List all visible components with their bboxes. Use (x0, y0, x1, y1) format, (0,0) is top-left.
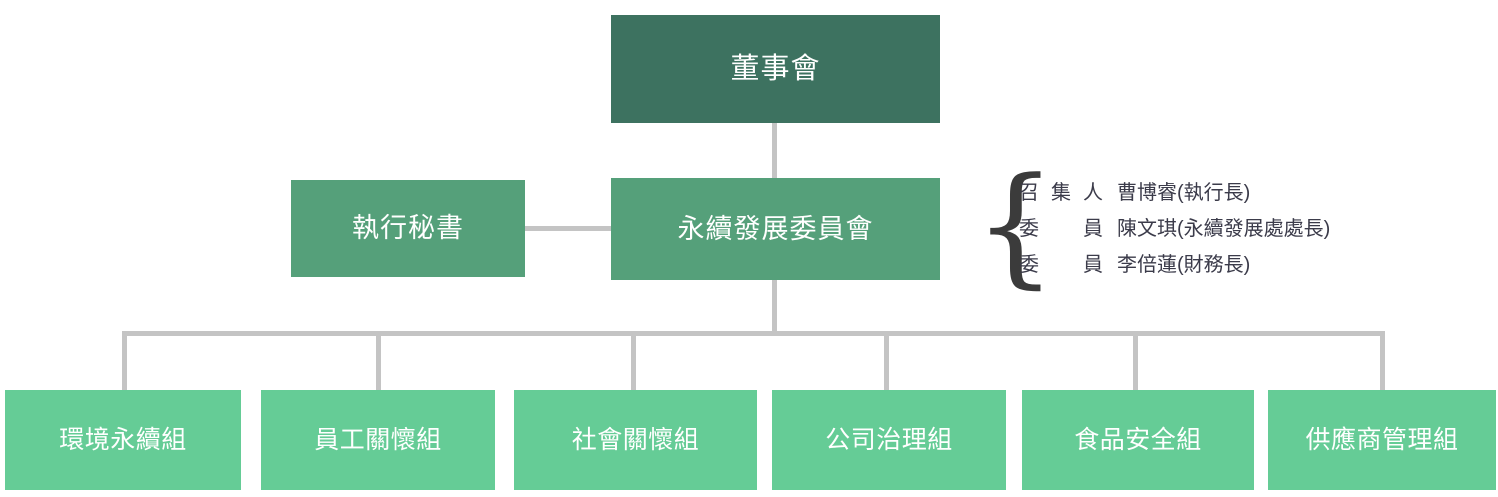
member-role-char: 員 (1083, 254, 1103, 276)
member-row: 召 集 人 曹博睿(執行長) (1019, 176, 1330, 212)
node-group-environmental-sustainability[interactable]: 環境永續組 (5, 390, 241, 490)
connector-bus-to-group-6 (1380, 331, 1385, 390)
node-sustainability-committee[interactable]: 永續發展委員會 (611, 178, 940, 280)
member-row: 委 員 陳文琪(永續發展處處長) (1019, 212, 1330, 248)
node-group-food-safety[interactable]: 食品安全組 (1022, 390, 1254, 490)
node-group-label: 社會關懷組 (571, 426, 700, 454)
member-role-char: 集 (1051, 182, 1071, 204)
member-role-char: 員 (1083, 218, 1103, 240)
node-executive-secretary-label: 執行秘書 (352, 213, 464, 244)
member-role-char: 召 (1019, 182, 1039, 204)
node-group-supplier-management[interactable]: 供應商管理組 (1268, 390, 1496, 490)
connector-secretary-to-committee (525, 226, 611, 231)
node-group-label: 供應商管理組 (1305, 426, 1459, 454)
member-name: 陳文琪(永續發展處處長) (1117, 218, 1331, 240)
connector-board-to-committee (772, 123, 777, 178)
connector-bus-to-group-2 (376, 331, 381, 390)
node-group-social-care[interactable]: 社會關懷組 (514, 390, 757, 490)
member-name: 李倍蓮(財務長) (1117, 254, 1251, 276)
member-row: 委 員 李倍蓮(財務長) (1019, 248, 1330, 284)
member-role-char: 委 (1019, 254, 1039, 276)
node-group-corporate-governance[interactable]: 公司治理組 (772, 390, 1006, 490)
member-list-brace: { (974, 149, 1057, 301)
connector-bus-to-group-5 (1133, 331, 1138, 390)
committee-member-list: 召 集 人 曹博睿(執行長) 委 員 陳文琪(永續發展處處長) 委 員 李倍蓮(… (1019, 176, 1330, 284)
node-board-label: 董事會 (730, 52, 821, 85)
connector-bus-to-group-1 (122, 331, 127, 390)
connector-committee-to-bus (772, 280, 777, 331)
node-board-of-directors[interactable]: 董事會 (611, 15, 940, 123)
member-role: 委 員 (1019, 248, 1107, 277)
member-name: 曹博睿(執行長) (1117, 182, 1251, 204)
connector-bus-to-group-3 (631, 331, 636, 390)
node-sustainability-committee-label: 永續發展委員會 (677, 213, 874, 244)
node-group-label: 環境永續組 (59, 426, 187, 454)
node-group-label: 公司治理組 (825, 426, 953, 454)
member-role-char: 委 (1019, 218, 1039, 240)
member-role-char: 人 (1083, 182, 1103, 204)
node-executive-secretary[interactable]: 執行秘書 (291, 180, 525, 277)
node-group-employee-care[interactable]: 員工關懷組 (261, 390, 495, 490)
connector-bus-to-group-4 (884, 331, 889, 390)
connector-horizontal-bus (122, 331, 1385, 336)
member-role: 召 集 人 (1019, 176, 1107, 205)
node-group-label: 食品安全組 (1074, 426, 1202, 454)
member-role: 委 員 (1019, 212, 1107, 241)
node-group-label: 員工關懷組 (314, 426, 442, 454)
